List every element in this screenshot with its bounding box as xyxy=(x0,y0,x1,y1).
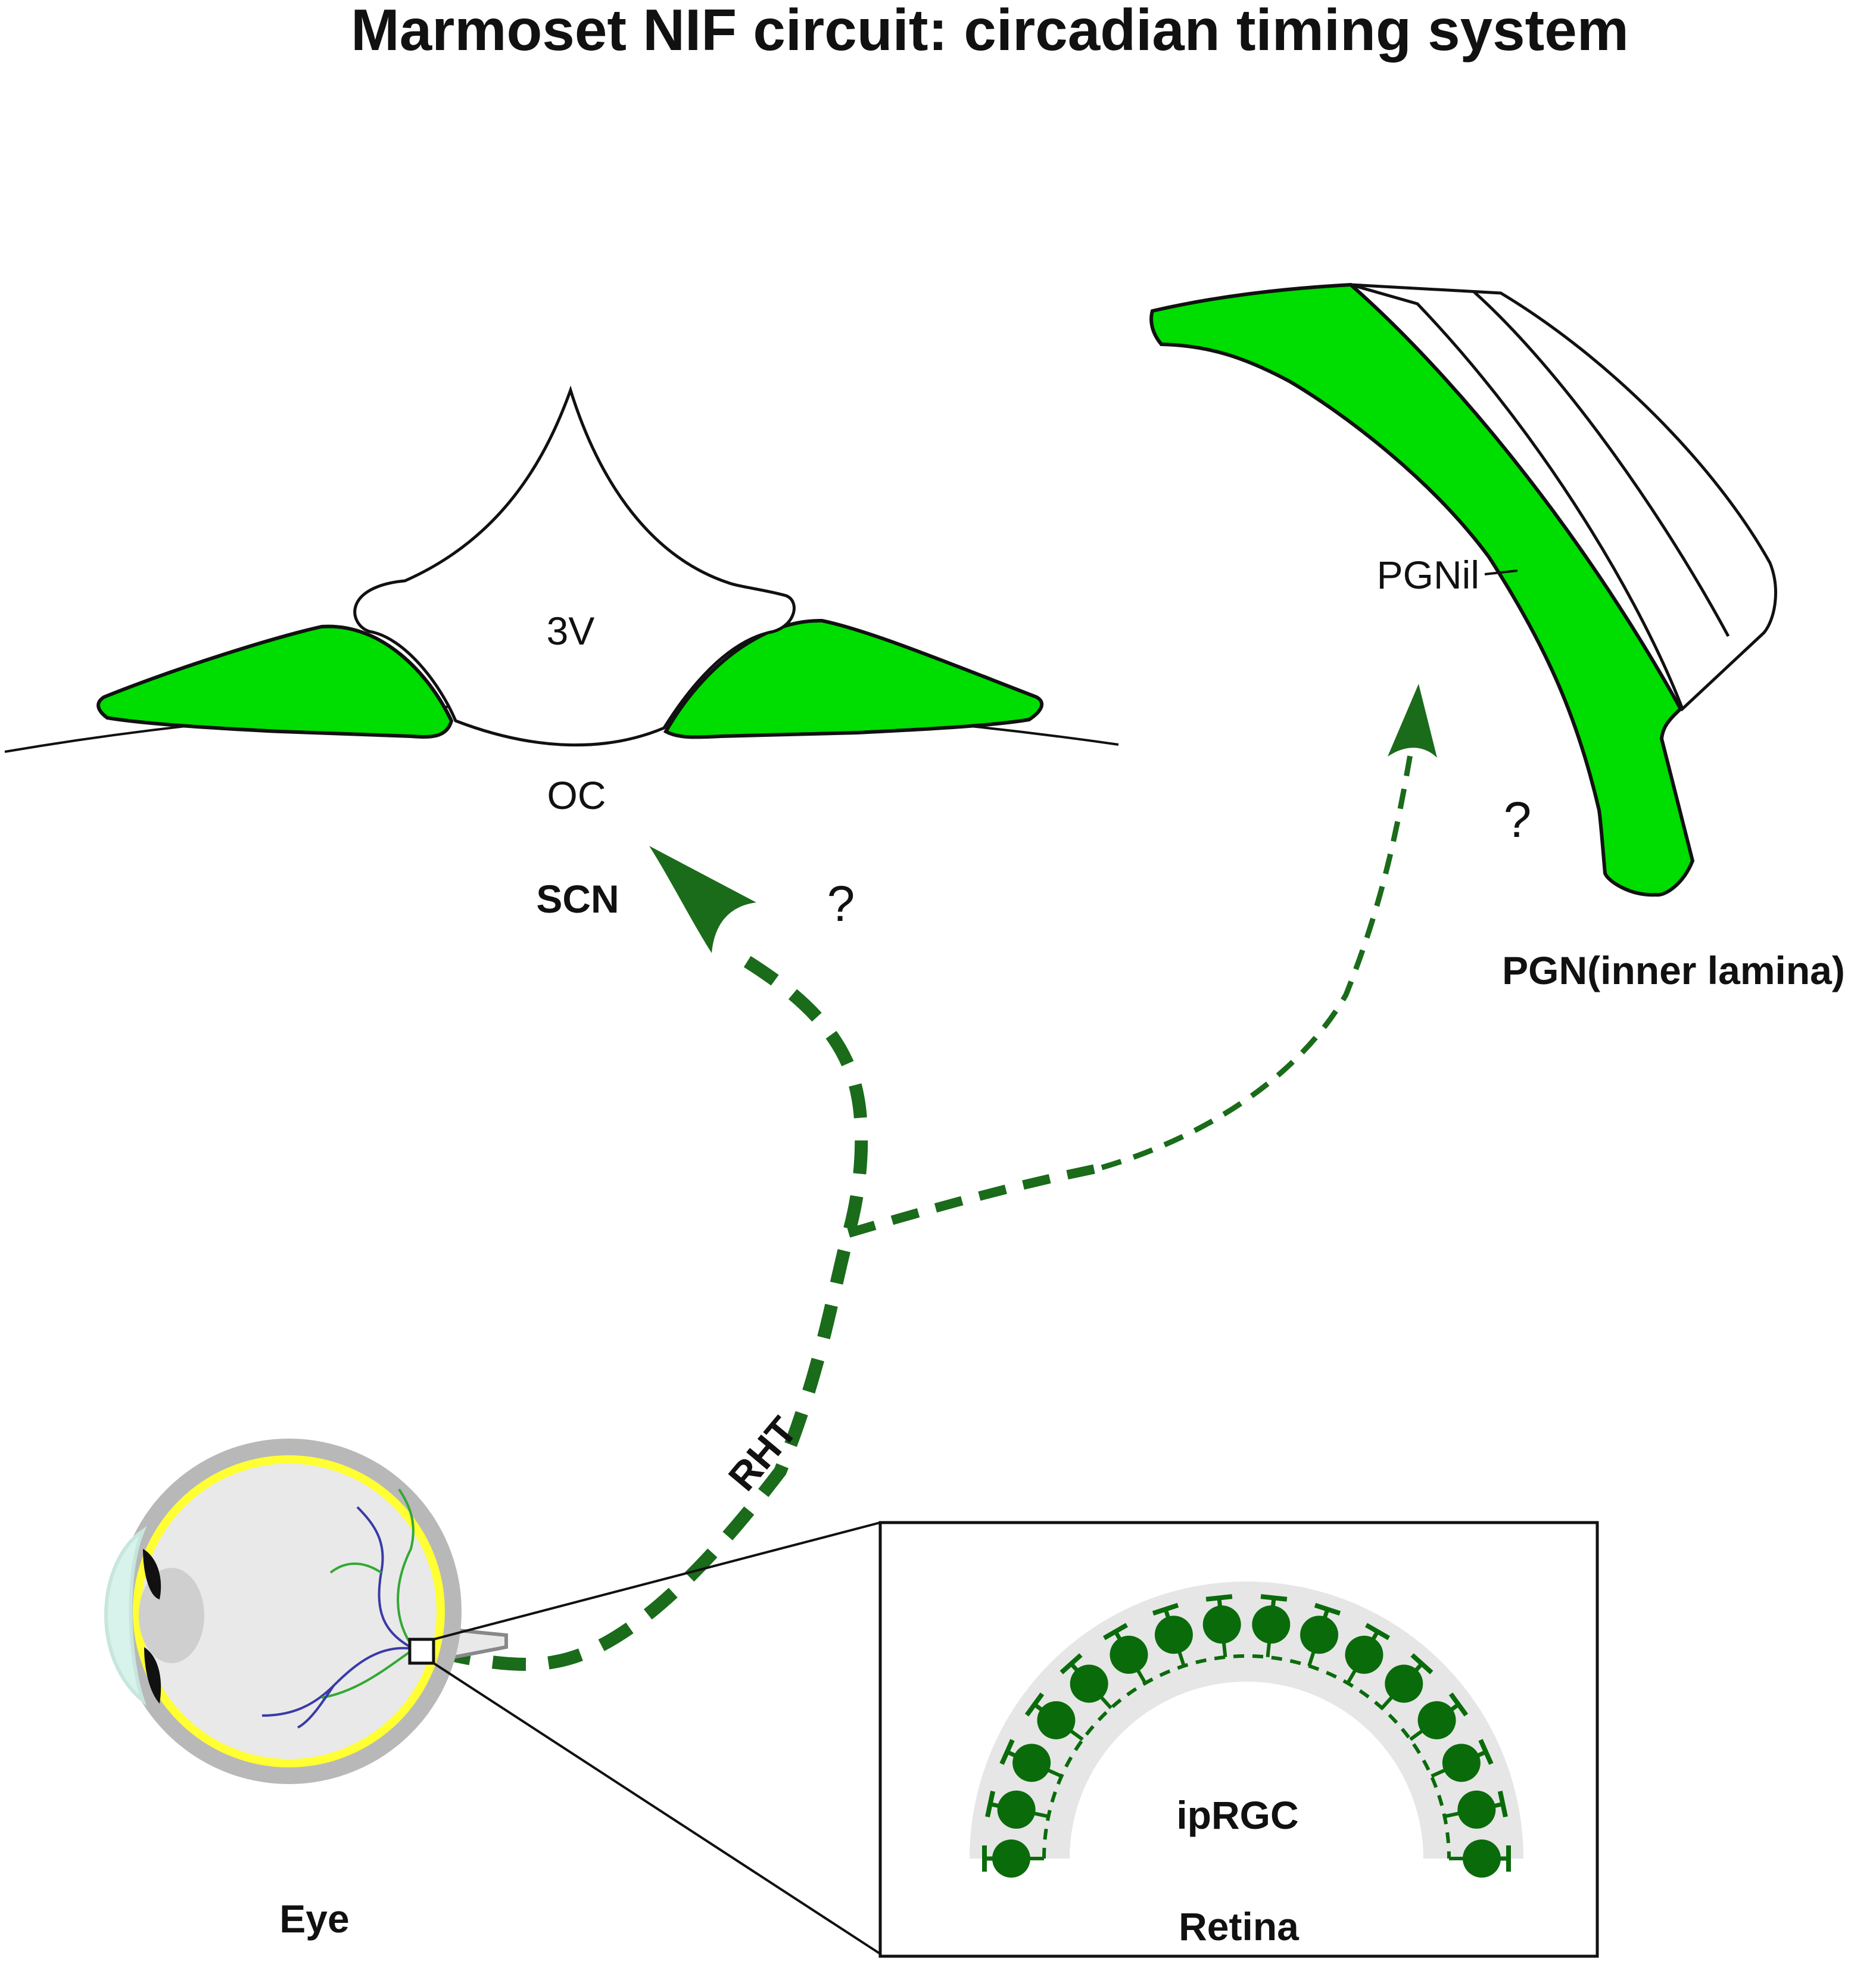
eye-label: Eye xyxy=(279,1897,349,1941)
eye-iris-top xyxy=(143,1549,161,1599)
pgnil-label: PGNil xyxy=(1377,553,1479,597)
pgn-inner-lamina xyxy=(1149,282,1695,897)
zoom-line-bottom xyxy=(432,1662,881,1955)
pgn-outer-laminae xyxy=(1350,283,1777,712)
scn-question-mark: ? xyxy=(827,876,855,932)
iprgc-cell xyxy=(1202,1594,1241,1658)
iprgc-label: ipRGC xyxy=(1176,1793,1298,1837)
pgn-branch-thin xyxy=(1101,747,1414,1171)
eye-interior xyxy=(141,1464,437,1759)
iprgc-cell xyxy=(1345,1623,1391,1685)
iprgc-cell xyxy=(1252,1594,1291,1658)
scn-left-nucleus xyxy=(96,624,454,739)
iprgc-cell xyxy=(1059,1653,1112,1710)
pgnil-pointer-line xyxy=(1484,569,1518,575)
retina-inset-marker xyxy=(408,1638,435,1665)
scn-right-nucleus xyxy=(663,618,1044,739)
eye-iris-bottom xyxy=(144,1647,161,1704)
scn-section: 3V OC SCN ? xyxy=(4,385,1119,932)
iprgc-cell xyxy=(985,1790,1049,1829)
retina-band xyxy=(970,1582,1523,1859)
third-ventricle-label: 3V xyxy=(547,609,595,653)
pgn-branch-thick xyxy=(847,1163,1103,1238)
iprgc-cell xyxy=(1444,1790,1508,1829)
retina-inset: ipRGC Retina xyxy=(878,1521,1599,1958)
iprgc-cell xyxy=(1300,1602,1341,1667)
scn-arrowhead xyxy=(649,846,756,953)
iprgc-cell xyxy=(999,1739,1062,1782)
iprgc-cell xyxy=(1409,1692,1469,1741)
iprgc-cell xyxy=(1152,1602,1193,1667)
rht-pathways: RHT xyxy=(436,684,1437,1671)
iprgc-cell xyxy=(1449,1839,1511,1878)
pgn-lamina-divider xyxy=(1473,291,1730,637)
pgn-label: PGN(inner lamina) xyxy=(1502,948,1845,992)
diagram-title: Marmoset NIF circuit: circadian timing s… xyxy=(351,0,1629,63)
eye-cornea xyxy=(104,1526,147,1707)
iprgc-cell xyxy=(1431,1739,1494,1782)
retinal-vessels xyxy=(261,1488,415,1729)
rht-main-pathway xyxy=(436,950,868,1671)
pgn-section: PGNil PGN(inner lamina) ? xyxy=(1149,282,1845,992)
retina-label: Retina xyxy=(1179,1904,1300,1948)
iprgc-cell xyxy=(1380,1653,1434,1710)
iprgc-cells xyxy=(982,1594,1511,1878)
iprgc-axon-layer xyxy=(1042,1654,1451,1859)
eye-illustration: Eye xyxy=(104,1439,508,1941)
pgn-arrowhead xyxy=(1388,684,1437,758)
third-ventricle xyxy=(353,385,796,747)
iprgc-cell xyxy=(982,1839,1044,1878)
optic-chiasm-label: OC xyxy=(547,773,606,817)
scn-label: SCN xyxy=(536,877,619,921)
zoom-line-top xyxy=(433,1521,881,1641)
iprgc-cell xyxy=(1102,1623,1148,1685)
pgn-question-mark: ? xyxy=(1504,792,1532,848)
iprgc-cell xyxy=(1024,1692,1084,1741)
